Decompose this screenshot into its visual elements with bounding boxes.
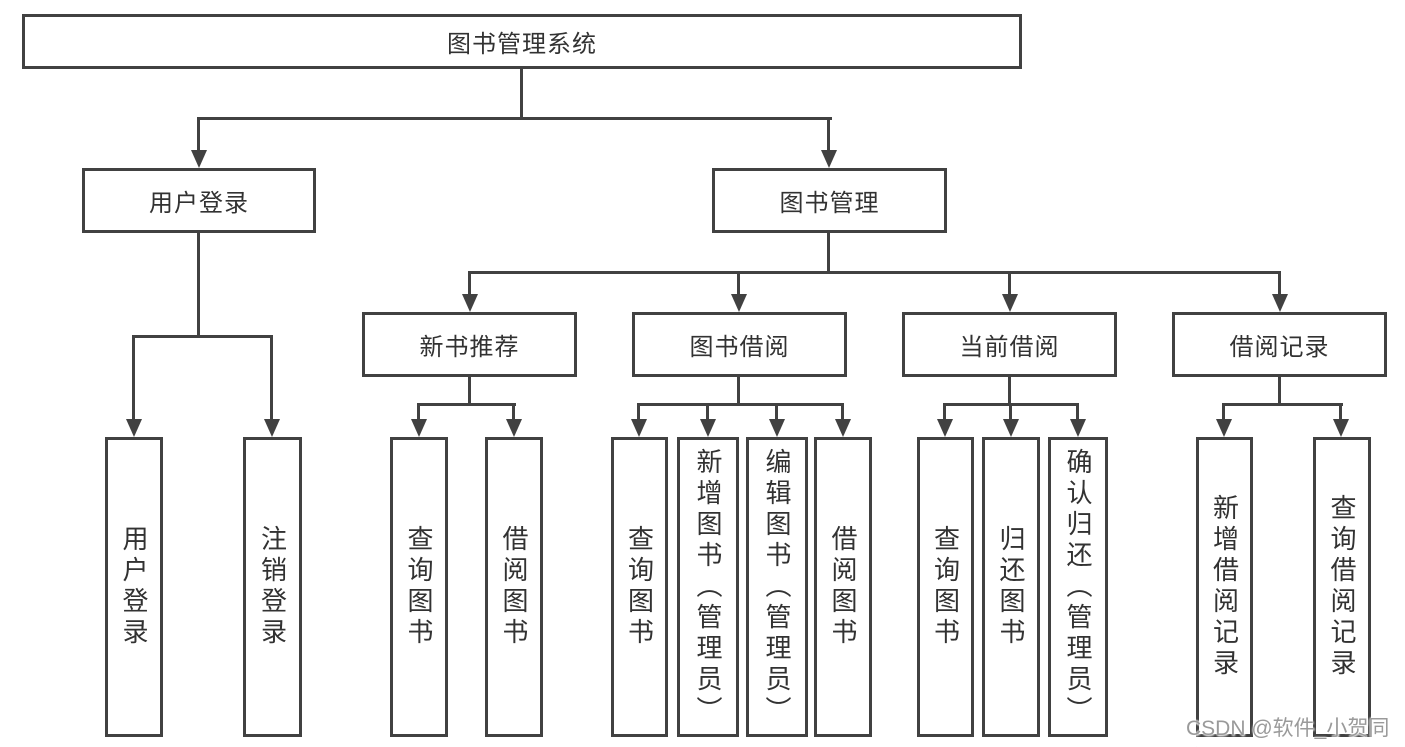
arrow-down-icon <box>1216 419 1232 437</box>
connector-line <box>637 403 844 406</box>
node-book-borrowing: 图书借阅 <box>632 312 847 377</box>
leaf-edit-books-admin-label: 编辑图书（管理员） <box>762 447 792 727</box>
leaf-return-books: 归还图书 <box>982 437 1040 737</box>
connector-line <box>1008 271 1011 296</box>
node-current-borrowing: 当前借阅 <box>902 312 1117 377</box>
connector-line <box>1278 271 1281 296</box>
connector-line <box>1076 403 1079 421</box>
leaf-query-books-current-label: 查询图书 <box>930 525 961 649</box>
connector-line <box>737 271 740 296</box>
arrow-down-icon <box>1333 419 1349 437</box>
connector-line <box>1339 403 1342 421</box>
node-book-borrowing-label: 图书借阅 <box>689 334 790 361</box>
leaf-user-login-label: 用户登录 <box>119 525 149 649</box>
leaf-borrow-books-recommend-label: 借阅图书 <box>499 525 529 649</box>
node-borrowing-records: 借阅记录 <box>1172 312 1387 377</box>
leaf-query-books-recommend: 查询图书 <box>390 437 448 737</box>
connector-line <box>1278 377 1281 406</box>
arrow-down-icon <box>1272 294 1288 312</box>
leaf-borrow-books: 借阅图书 <box>814 437 872 737</box>
connector-line <box>827 233 830 274</box>
csdn-watermark: CSDN @软件_小贺同学 <box>1186 717 1390 740</box>
arrow-down-icon <box>126 419 142 437</box>
leaf-query-books-recommend-label: 查询图书 <box>404 525 434 649</box>
connector-line <box>132 335 135 421</box>
connector-line <box>841 403 844 421</box>
connector-line <box>827 117 830 157</box>
connector-line <box>1222 403 1343 406</box>
arrow-down-icon <box>1002 294 1018 312</box>
connector-line <box>417 403 420 421</box>
connector-line <box>468 271 471 296</box>
leaf-borrow-books-label: 借阅图书 <box>828 525 858 649</box>
arrow-down-icon <box>462 294 478 312</box>
connector-line <box>197 117 832 120</box>
arrow-down-icon <box>1003 419 1019 437</box>
arrow-down-icon <box>731 294 747 312</box>
connector-line <box>943 403 946 421</box>
node-root: 图书管理系统 <box>22 14 1022 69</box>
leaf-logout: 注销登录 <box>243 437 302 737</box>
connector-line <box>706 403 709 421</box>
arrow-down-icon <box>191 150 207 168</box>
node-borrowing-records-label: 借阅记录 <box>1229 334 1330 361</box>
connector-line <box>270 335 273 421</box>
leaf-user-login: 用户登录 <box>105 437 163 737</box>
node-user-login: 用户登录 <box>82 168 316 233</box>
arrow-down-icon <box>411 419 427 437</box>
leaf-logout-label: 注销登录 <box>257 525 288 649</box>
leaf-confirm-return-admin-label: 确认归还（管理员） <box>1063 447 1093 727</box>
node-current-borrowing-label: 当前借阅 <box>959 334 1060 361</box>
connector-line <box>197 233 200 338</box>
leaf-add-borrow-record-label: 新增借阅记录 <box>1209 494 1240 680</box>
connector-line <box>197 117 200 157</box>
arrow-down-icon <box>821 150 837 168</box>
connector-line <box>1008 377 1011 406</box>
node-user-login-label: 用户登录 <box>149 190 249 217</box>
arrow-down-icon <box>700 419 716 437</box>
node-book-management: 图书管理 <box>712 168 947 233</box>
arrow-down-icon <box>506 419 522 437</box>
leaf-return-books-label: 归还图书 <box>996 525 1026 649</box>
node-new-book-recommend: 新书推荐 <box>362 312 577 377</box>
leaf-edit-books-admin: 编辑图书（管理员） <box>746 437 808 737</box>
leaf-add-borrow-record: 新增借阅记录 <box>1196 437 1253 737</box>
arrow-down-icon <box>769 419 785 437</box>
leaf-confirm-return-admin: 确认归还（管理员） <box>1048 437 1108 737</box>
leaf-add-books-admin: 新增图书（管理员） <box>677 437 739 737</box>
connector-line <box>1222 403 1225 421</box>
leaf-borrow-books-recommend: 借阅图书 <box>485 437 543 737</box>
connector-line <box>468 271 1281 274</box>
leaf-query-books-borrow-label: 查询图书 <box>624 525 655 649</box>
connector-line <box>512 403 515 421</box>
node-new-book-recommend-label: 新书推荐 <box>419 334 520 361</box>
connector-line <box>468 377 471 406</box>
arrow-down-icon <box>835 419 851 437</box>
leaf-query-books-current: 查询图书 <box>917 437 974 737</box>
node-root-label: 图书管理系统 <box>447 31 597 58</box>
connector-line <box>520 68 523 120</box>
arrow-down-icon <box>264 419 280 437</box>
connector-line <box>417 403 516 406</box>
connector-line <box>775 403 778 421</box>
arrow-down-icon <box>631 419 647 437</box>
connector-line <box>1009 403 1012 421</box>
connector-line <box>737 377 740 406</box>
node-book-management-label: 图书管理 <box>779 190 880 217</box>
arrow-down-icon <box>1070 419 1086 437</box>
connector-line <box>637 403 640 421</box>
connector-line <box>132 335 273 338</box>
leaf-query-borrow-record-label: 查询借阅记录 <box>1327 494 1357 680</box>
leaf-query-borrow-record: 查询借阅记录 <box>1313 437 1371 737</box>
leaf-query-books-borrow: 查询图书 <box>611 437 668 737</box>
arrow-down-icon <box>937 419 953 437</box>
leaf-add-books-admin-label: 新增图书（管理员） <box>693 447 723 727</box>
